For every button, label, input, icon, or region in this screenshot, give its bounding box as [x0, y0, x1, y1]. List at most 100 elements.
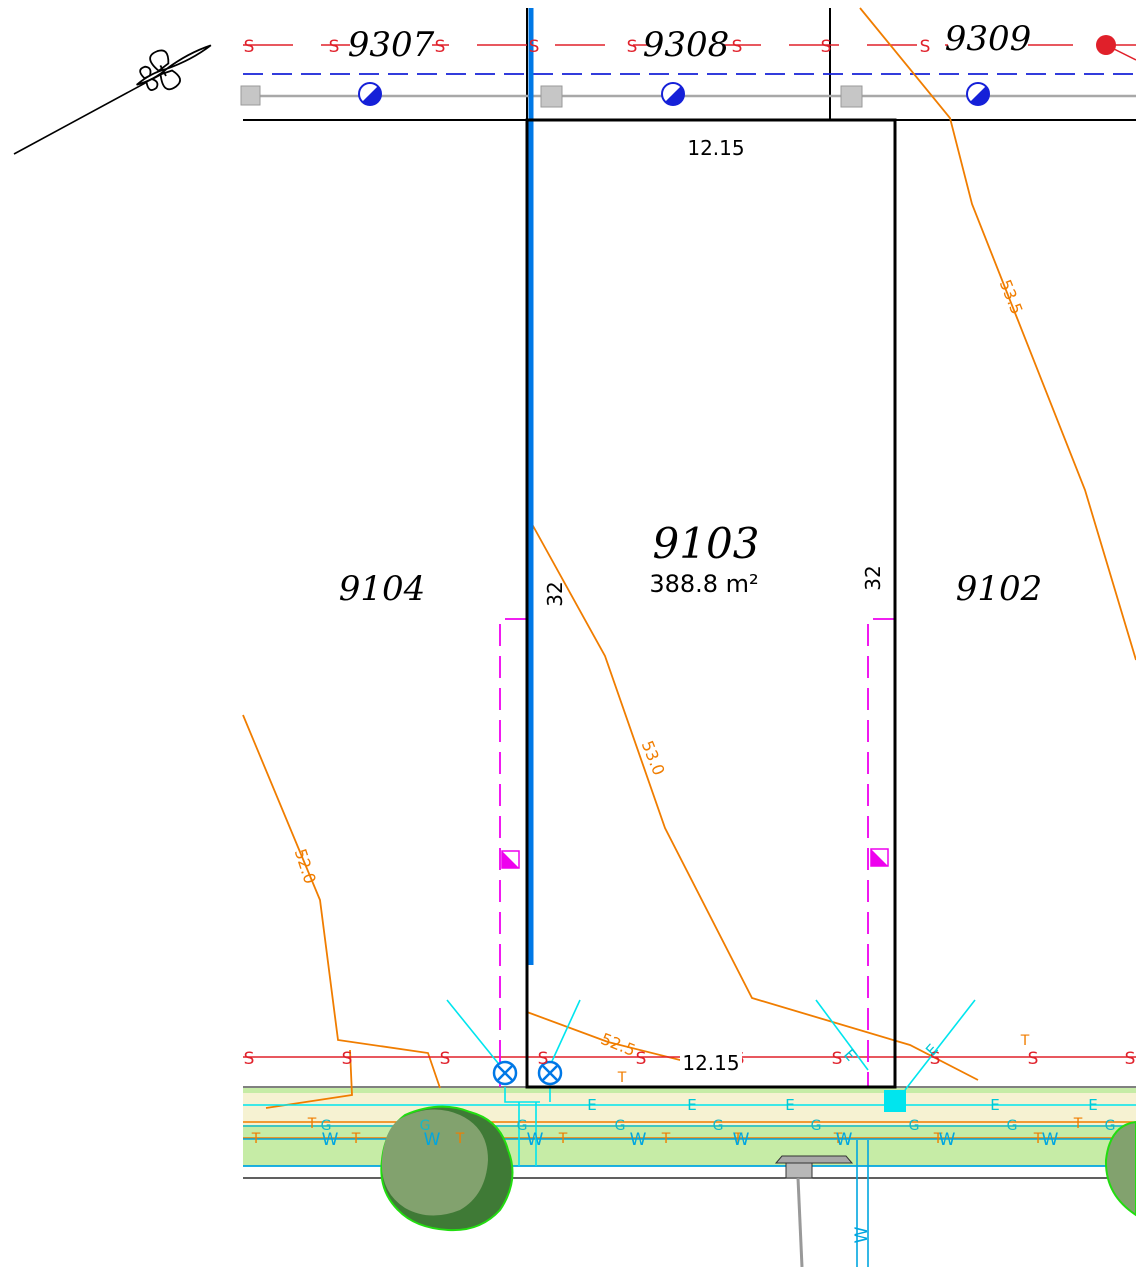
- sewer-label: S: [440, 1049, 451, 1069]
- contour-line: [526, 514, 979, 1081]
- contour-label: 52.5: [598, 1029, 638, 1060]
- pit-marker-icon: [501, 850, 520, 869]
- telecom-label: T: [1020, 1033, 1030, 1049]
- water-labels: W W W W W W W W W: [322, 1130, 1059, 1243]
- square-icon: [240, 85, 261, 106]
- telecom-label: T: [617, 1070, 627, 1086]
- water-label: W: [424, 1130, 441, 1150]
- electric-label: E: [687, 1096, 696, 1114]
- square-icon: [540, 85, 563, 108]
- sewer-label: S: [435, 37, 446, 57]
- gas-label: G: [517, 1118, 528, 1134]
- telecom-label: T: [351, 1131, 361, 1147]
- telecom-label: T: [933, 1131, 943, 1147]
- footpath-strip: [243, 1093, 1136, 1125]
- lot-number-right: 9102: [956, 569, 1043, 609]
- lot-area: 388.8 m²: [649, 570, 758, 598]
- sewer-label: S: [244, 37, 255, 57]
- water-label: W: [939, 1130, 956, 1150]
- electric-label: E: [840, 1045, 860, 1064]
- electric-pillar-icon: [884, 1090, 906, 1112]
- rear-lot-number: 9307: [348, 25, 435, 65]
- telecom-label: T: [251, 1131, 261, 1147]
- north-point: [13, 44, 212, 155]
- telecom-label: T: [558, 1131, 568, 1147]
- contour-label: 52.0: [291, 846, 320, 886]
- gas-label: G: [713, 1118, 724, 1134]
- water-label: W: [527, 1130, 544, 1150]
- telecom-label: T: [833, 1131, 843, 1147]
- telecom-label: T: [455, 1131, 465, 1147]
- sewer-label: S: [244, 1049, 255, 1069]
- contours: [242, 7, 1136, 1109]
- water-label: W: [733, 1130, 750, 1150]
- contour-label: 53.5: [996, 277, 1027, 317]
- water-label: W: [836, 1130, 853, 1150]
- sewer-label: S: [732, 37, 743, 57]
- sewer-label: S: [529, 37, 540, 57]
- half-filled-circle-icon: [966, 82, 990, 106]
- electric-label: E: [587, 1096, 596, 1114]
- half-filled-circle-icon: [358, 82, 382, 106]
- gas-label: G: [420, 1118, 431, 1134]
- fleur-de-lis-icon: [136, 44, 212, 91]
- dimensions: 12.15 12.15 32 32: [543, 136, 885, 1075]
- water-label: W: [852, 1226, 872, 1243]
- rear-boundary-length: 12.15: [687, 136, 744, 160]
- contour-line: [859, 7, 1136, 661]
- lot-9103-boundary: [525, 118, 897, 1089]
- road-drainage-pit: [774, 1155, 854, 1267]
- gas-label: G: [321, 1118, 332, 1134]
- telecom-label: T: [1033, 1131, 1043, 1147]
- gas-label: G: [811, 1118, 822, 1134]
- rear-lot-number: 9309: [945, 19, 1032, 59]
- water-label: W: [322, 1130, 339, 1150]
- circled-x-icon: [492, 1060, 518, 1086]
- telecom-label: T: [307, 1116, 317, 1132]
- sewer-label: S: [1125, 1049, 1136, 1069]
- water-label: W: [1042, 1130, 1059, 1150]
- electric-label: E: [1088, 1096, 1097, 1114]
- rear-lot-number: 9308: [643, 25, 730, 65]
- sewer-label: S: [329, 37, 340, 57]
- sewer-label: S: [538, 1049, 549, 1069]
- half-filled-circle-icon: [661, 82, 685, 106]
- left-side-length: 32: [543, 581, 567, 606]
- lot-number-main: 9103: [653, 519, 760, 568]
- electric-label: E: [785, 1096, 794, 1114]
- water-connection-lines: [856, 1140, 869, 1267]
- sewer-label: S: [821, 37, 832, 57]
- contour-label: 53.0: [638, 738, 669, 778]
- gas-label: G: [1007, 1118, 1018, 1134]
- sewer-label: S: [636, 1049, 647, 1069]
- circled-x-icon: [537, 1060, 563, 1086]
- telecom-label: T: [733, 1131, 743, 1147]
- contour-labels: 53.5 53.0 52.5 52.0: [291, 277, 1027, 1060]
- pit-marker-icon: [870, 848, 889, 867]
- tree-icon: [380, 1105, 514, 1232]
- lot-number-left: 9104: [339, 569, 426, 609]
- contour-line: [265, 1049, 353, 1109]
- right-side-length: 32: [861, 565, 885, 590]
- red-dot-icon: [1096, 35, 1116, 55]
- gas-label: G: [1105, 1118, 1116, 1134]
- easement-left: [499, 618, 527, 1087]
- water-label: W: [630, 1130, 647, 1150]
- sewer-label: S: [920, 37, 931, 57]
- electric-label: E: [990, 1096, 999, 1114]
- electric-connections: [446, 999, 976, 1166]
- sewer-label: S: [832, 1049, 843, 1069]
- frontage-length: 12.15: [682, 1051, 739, 1075]
- telecom-label: T: [661, 1131, 671, 1147]
- square-icon: [840, 85, 863, 108]
- telecom-label: T: [1073, 1116, 1083, 1132]
- sewer-label: S: [1028, 1049, 1039, 1069]
- gas-labels: G G G G G G G G G: [321, 1118, 1116, 1134]
- sewer-label: S: [627, 37, 638, 57]
- lot-labels: 9307 9308 9309 9103 388.8 m² 9104 9102: [339, 19, 1043, 609]
- sewer-label: S: [930, 1049, 941, 1069]
- gas-label: G: [615, 1118, 626, 1134]
- tree-icon: [1104, 1120, 1136, 1217]
- contour-line: [242, 714, 441, 1089]
